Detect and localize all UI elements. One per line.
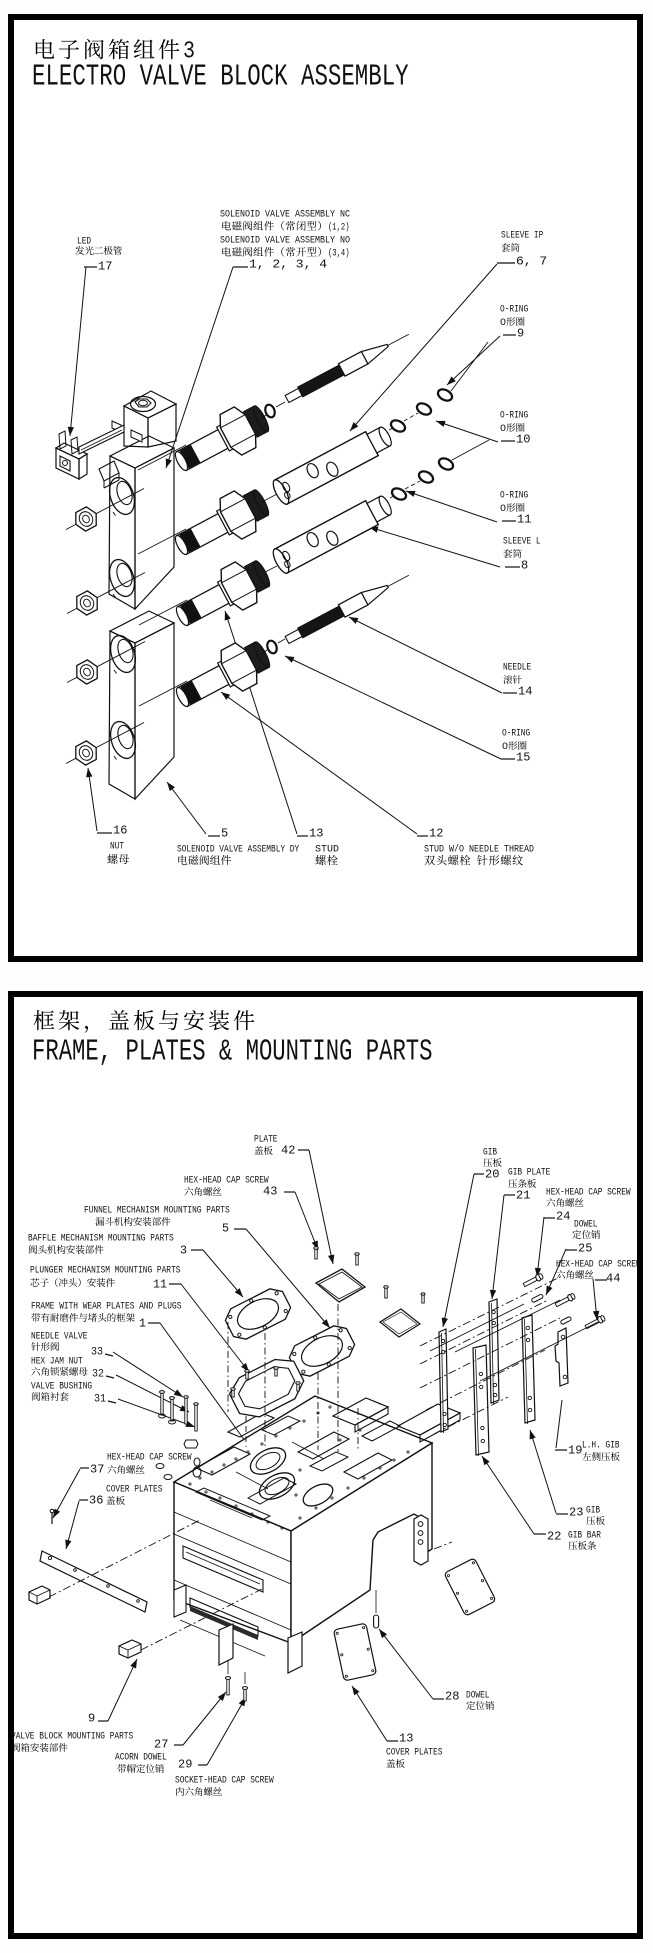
svg-text:O: O (500, 424, 506, 435)
svg-text:HEX-HEAD CAP SCREW: HEX-HEAD CAP SCREW (556, 1258, 641, 1270)
svg-text:5: 5 (221, 826, 228, 840)
svg-text:42: 42 (281, 1143, 295, 1157)
svg-text:O: O (502, 742, 508, 753)
svg-text:24: 24 (556, 1209, 570, 1223)
svg-text:BAFFLE MECHANISM MOUNTING PART: BAFFLE MECHANISM MOUNTING PARTS (28, 1232, 174, 1244)
svg-text:8: 8 (521, 558, 528, 572)
svg-text:36: 36 (89, 1493, 103, 1507)
svg-text:SOLENOID VALVE ASSEMBLY NO: SOLENOID VALVE ASSEMBLY NO (220, 234, 350, 246)
svg-text:VALVE BUSHING: VALVE BUSHING (31, 1380, 92, 1392)
svg-text:28: 28 (445, 1689, 459, 1703)
svg-text:10: 10 (516, 432, 530, 446)
svg-text:13: 13 (399, 1731, 413, 1745)
svg-text:(3,4): (3,4) (328, 248, 350, 260)
svg-text:HEX JAM NUT: HEX JAM NUT (31, 1355, 83, 1367)
svg-text:ELECTRO VALVE BLOCK ASSEMBLY: ELECTRO VALVE BLOCK ASSEMBLY (32, 60, 409, 95)
svg-text:11: 11 (153, 1277, 167, 1291)
svg-text:NUT: NUT (110, 840, 124, 852)
svg-text:COVER PLATES: COVER PLATES (386, 1746, 442, 1758)
svg-text:O: O (500, 504, 506, 515)
svg-text:1: 1 (139, 1316, 146, 1330)
svg-text:31: 31 (94, 1394, 106, 1406)
svg-text:GIB PLATE: GIB PLATE (508, 1166, 550, 1178)
svg-text:(1,2): (1,2) (328, 222, 350, 234)
svg-text:HEX-HEAD CAP SCREW: HEX-HEAD CAP SCREW (107, 1451, 192, 1463)
svg-text:FRAME, PLATES & MOUNTING PARTS: FRAME, PLATES & MOUNTING PARTS (32, 1035, 433, 1070)
svg-text:15: 15 (516, 750, 530, 764)
svg-text:23: 23 (569, 1505, 583, 1519)
svg-text:SOCKET-HEAD CAP SCREW: SOCKET-HEAD CAP SCREW (175, 1774, 274, 1786)
svg-text:25: 25 (578, 1241, 592, 1255)
svg-text:19: 19 (568, 1443, 582, 1457)
svg-text:O-RING: O-RING (500, 489, 528, 501)
svg-text:L.H. GIB: L.H. GIB (582, 1439, 620, 1451)
svg-text:12: 12 (429, 826, 443, 840)
svg-text:O-RING: O-RING (502, 727, 530, 739)
svg-text:9: 9 (517, 326, 524, 340)
svg-text:43: 43 (263, 1184, 277, 1198)
svg-text:GIB: GIB (483, 1146, 497, 1158)
svg-text:9: 9 (88, 1711, 95, 1725)
svg-text:VALVE BLOCK MOUNTING PARTS: VALVE BLOCK MOUNTING PARTS (11, 1730, 133, 1742)
svg-text:17: 17 (98, 259, 112, 273)
svg-text:DOWEL: DOWEL (466, 1689, 490, 1701)
svg-text:FUNNEL MECHANISM MOUNTING PART: FUNNEL MECHANISM MOUNTING PARTS (84, 1204, 230, 1216)
svg-text:SOLENOID VALVE ASSEMBLY DY: SOLENOID VALVE ASSEMBLY DY (177, 843, 300, 855)
svg-text:O-RING: O-RING (500, 303, 528, 315)
svg-text:HEX-HEAD CAP SCREW: HEX-HEAD CAP SCREW (546, 1186, 631, 1198)
svg-text:11: 11 (517, 512, 531, 526)
svg-text:22: 22 (547, 1529, 561, 1543)
svg-text:20: 20 (485, 1167, 499, 1181)
svg-text:LED: LED (77, 235, 91, 247)
svg-text:14: 14 (518, 684, 532, 698)
svg-text:13: 13 (309, 826, 323, 840)
svg-text:STUD: STUD (315, 843, 339, 855)
svg-text:SLEEVE IP: SLEEVE IP (501, 229, 543, 241)
svg-text:GIB BAR: GIB BAR (568, 1529, 601, 1541)
svg-text:37: 37 (90, 1462, 104, 1476)
svg-text:33: 33 (91, 1347, 103, 1359)
svg-text:STUD W/O NEEDLE THREAD: STUD W/O NEEDLE THREAD (424, 843, 534, 855)
svg-text:NEEDLE VALVE: NEEDLE VALVE (31, 1330, 87, 1342)
svg-text:NEEDLE: NEEDLE (503, 661, 531, 673)
svg-text:SLEEVE L: SLEEVE L (503, 535, 541, 547)
svg-text:6, 7: 6, 7 (516, 254, 547, 268)
svg-text:DOWEL: DOWEL (574, 1218, 598, 1230)
svg-text:FRAME WITH WEAR PLATES AND PLU: FRAME WITH WEAR PLATES AND PLUGS (31, 1300, 181, 1312)
svg-text:GIB: GIB (586, 1504, 600, 1516)
svg-text:3: 3 (180, 1243, 187, 1257)
svg-text:5: 5 (222, 1221, 229, 1235)
svg-text:HEX-HEAD CAP SCREW: HEX-HEAD CAP SCREW (184, 1174, 269, 1186)
svg-text:O: O (500, 318, 506, 329)
svg-text:PLATE: PLATE (254, 1133, 278, 1145)
svg-text:29: 29 (178, 1757, 192, 1771)
svg-text:PLUNGER MECHANISM MOUNTING PAR: PLUNGER MECHANISM MOUNTING PARTS (30, 1264, 180, 1276)
svg-text:1, 2, 3, 4: 1, 2, 3, 4 (249, 257, 327, 271)
svg-text:ACORN DOWEL: ACORN DOWEL (115, 1751, 167, 1763)
svg-text:3: 3 (183, 39, 195, 66)
svg-text:21: 21 (516, 1188, 530, 1202)
svg-text:O-RING: O-RING (500, 409, 528, 421)
svg-text:44: 44 (606, 1271, 620, 1285)
svg-text:SOLENOID VALVE ASSEMBLY NC: SOLENOID VALVE ASSEMBLY NC (220, 208, 350, 220)
svg-text:32: 32 (92, 1369, 104, 1381)
svg-text:COVER PLATES: COVER PLATES (106, 1483, 162, 1495)
svg-text:27: 27 (154, 1737, 168, 1751)
svg-text:16: 16 (113, 823, 127, 837)
